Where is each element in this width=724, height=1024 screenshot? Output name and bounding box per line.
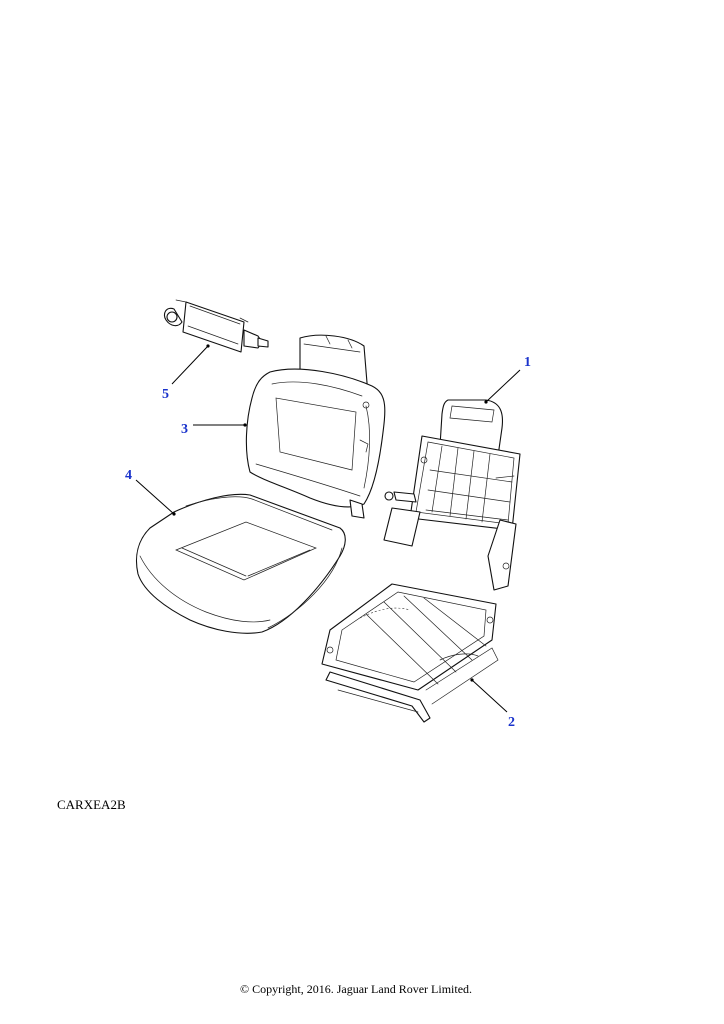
callout-1: 1 — [524, 355, 531, 370]
callout-4: 4 — [125, 468, 132, 483]
part-3-drawing — [245, 334, 386, 519]
callout-3: 3 — [181, 422, 188, 437]
part-5-drawing — [163, 299, 269, 353]
diagram-reference-code: CARXEA2B — [57, 797, 126, 812]
part-1-drawing — [383, 399, 521, 591]
callout-leaders — [135, 344, 521, 713]
copyright-notice: © Copyright, 2016. Jaguar Land Rover Lim… — [239, 982, 473, 996]
callout-2: 2 — [508, 715, 515, 730]
callout-5: 5 — [162, 387, 169, 402]
part-4-drawing — [135, 493, 346, 634]
part-2-drawing — [321, 583, 499, 723]
